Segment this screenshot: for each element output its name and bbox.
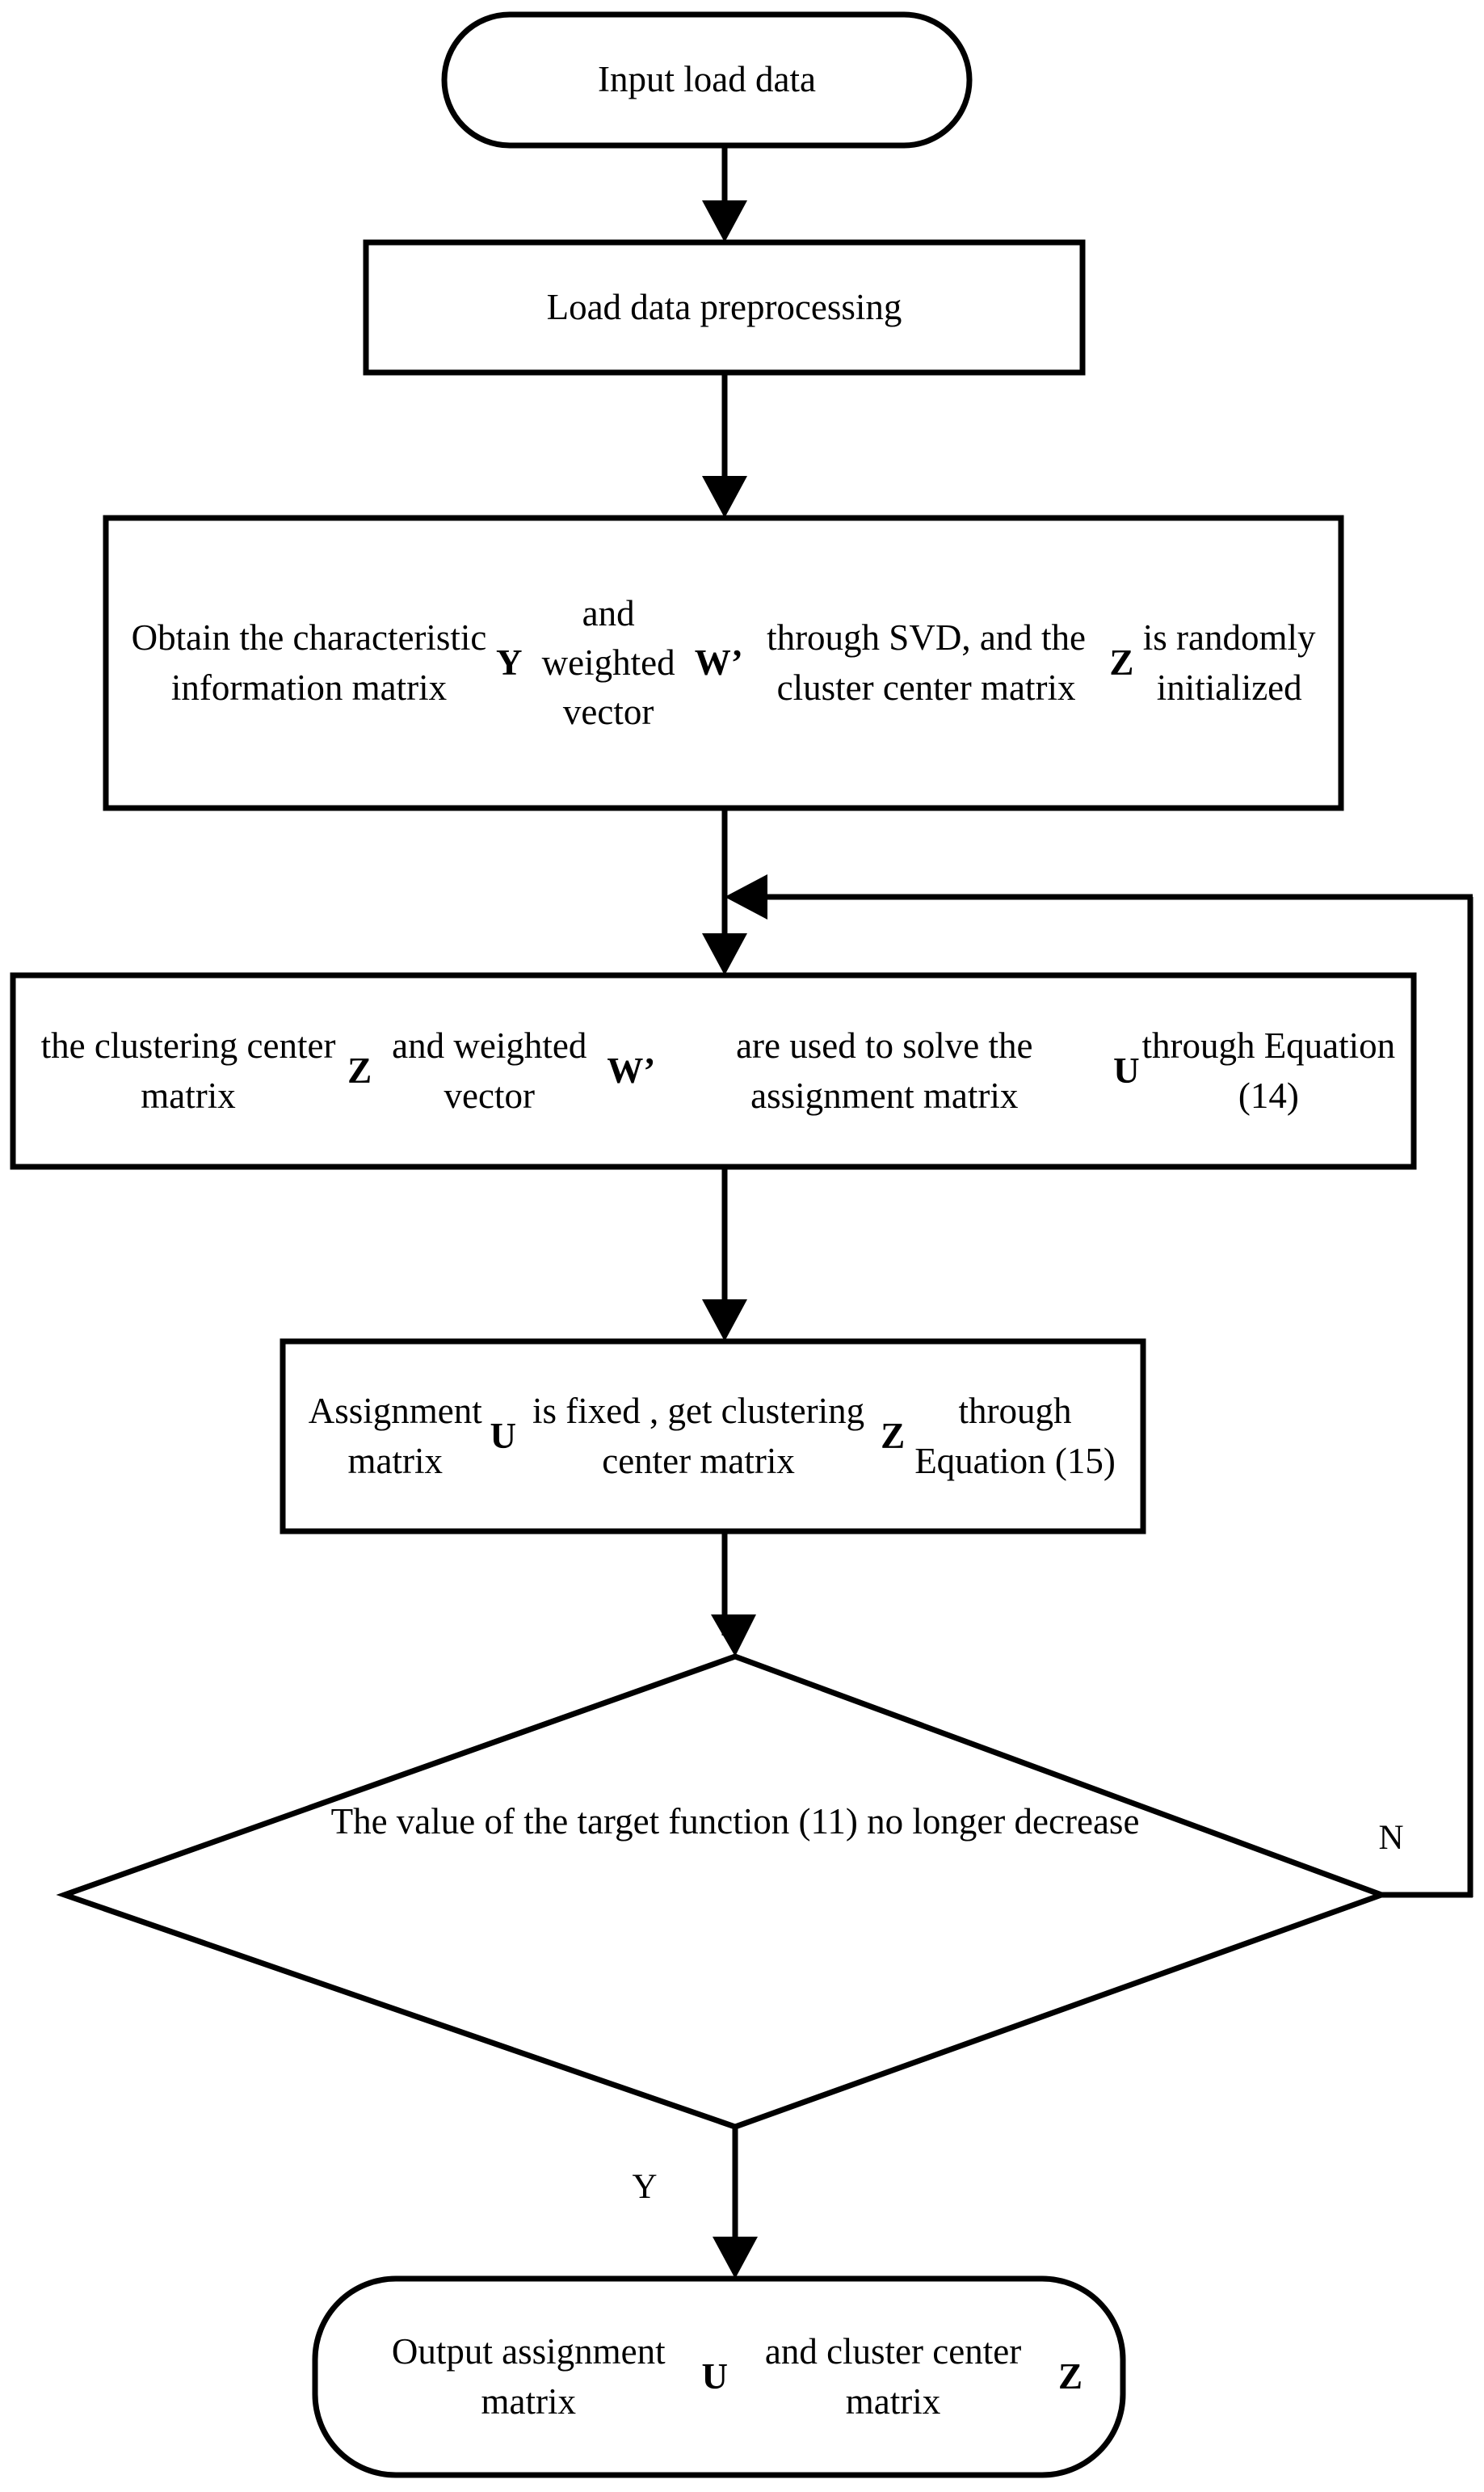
convergence-decision-shape[interactable] (56, 1653, 1390, 2130)
output-results-shape[interactable] (312, 2275, 1126, 2478)
decision-no-label: N (1378, 1819, 1404, 1857)
load-data-preprocessing-shape[interactable] (363, 239, 1086, 376)
decision-yes-label: Y (632, 2168, 658, 2206)
edge-input-to-preprocessing (702, 145, 747, 242)
edge-svd-to-solve-assignment (702, 808, 747, 975)
input-load-data-shape[interactable] (441, 11, 973, 149)
edge-preprocessing-to-svd (702, 373, 747, 518)
solve-assignment-matrix-shape[interactable] (10, 972, 1417, 1170)
edge-decision-yes-to-output (713, 2127, 758, 2279)
edge-solve-assignment-to-update-centers (702, 1167, 747, 1341)
edge-update-centers-to-decision (711, 1531, 756, 1656)
update-cluster-centers-shape[interactable] (280, 1338, 1146, 1534)
obtain-characteristic-matrix-shape[interactable] (103, 515, 1344, 811)
edge-decision-no-feedback-loop (725, 874, 1473, 1898)
